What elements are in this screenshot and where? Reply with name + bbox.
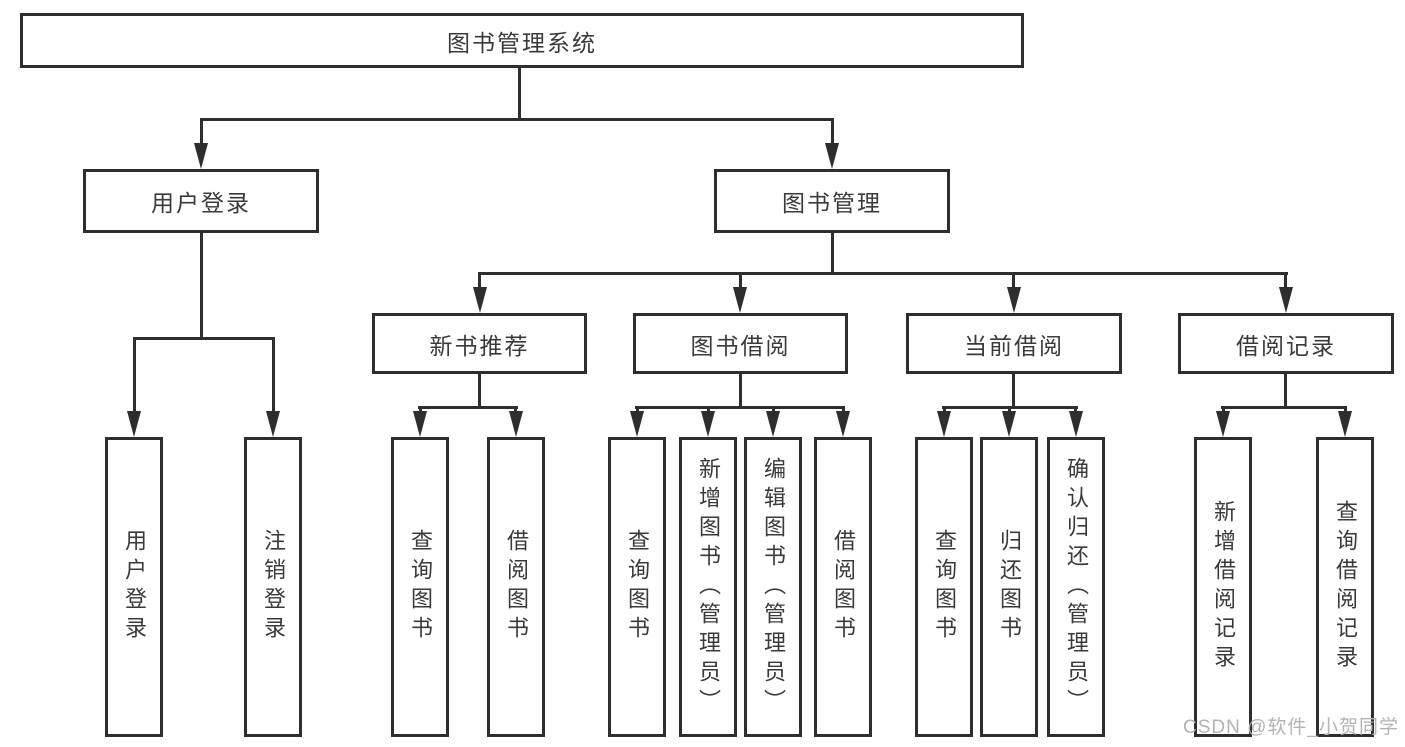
connector-book-mgmt-rail (478, 272, 1288, 275)
connector-drop (1222, 406, 1225, 414)
leaf-logout: 注销登录 (244, 437, 302, 737)
connector-new-books-stem (478, 374, 481, 406)
connector-root-stem (518, 68, 521, 118)
connector-drop (1344, 406, 1347, 414)
connector-drop-leaf-logout (272, 337, 275, 413)
arrowhead-user-login (194, 143, 208, 169)
leaf-label: 确认归还（管理员） (1064, 456, 1089, 718)
leaf-label: 借阅图书 (831, 529, 856, 645)
connector-user-login-rail (133, 337, 275, 340)
node-label: 图书借阅 (690, 332, 791, 359)
leaf-add-borrow-record: 新增借阅记录 (1194, 437, 1252, 737)
arrowhead-current-borrowing (1007, 287, 1021, 313)
node-label: 用户登录 (151, 190, 251, 216)
connector-book-borrowing-stem (739, 374, 742, 406)
node-label: 图书管理系统 (447, 29, 597, 56)
arrowhead-leaf (630, 411, 644, 437)
leaf-borrow-books: 借阅图书 (814, 437, 872, 737)
arrowhead-new-books (473, 287, 487, 313)
leaf-label: 编辑图书（管理员） (761, 456, 786, 718)
connector-drop (772, 406, 775, 414)
arrowhead-leaf (1338, 411, 1352, 437)
arrowhead-leaf (836, 411, 850, 437)
leaf-borrow-books-recommend: 借阅图书 (487, 437, 545, 737)
connector-drop (707, 406, 710, 414)
node-library-management-system: 图书管理系统 (20, 13, 1024, 68)
connector-drop-user-login (200, 118, 203, 146)
connector-drop (514, 406, 517, 414)
arrowhead-leaf (509, 411, 523, 437)
connector-borrow-records-rail (1221, 406, 1347, 409)
connector-drop-book-borrowing (739, 272, 742, 289)
connector-new-books-rail (418, 406, 518, 409)
connector-drop (842, 406, 845, 414)
arrowhead-leaf-logout (266, 411, 280, 437)
node-new-book-recommendation: 新书推荐 (372, 313, 587, 374)
leaf-label: 注销登录 (261, 529, 286, 645)
arrowhead-leaf (766, 411, 780, 437)
arrowhead-borrow-records (1279, 287, 1293, 313)
arrowhead-leaf (413, 411, 427, 437)
connector-drop (943, 406, 946, 414)
node-book-management-branch: 图书管理 (714, 169, 950, 233)
connector-drop-book-mgmt (831, 118, 834, 146)
node-label: 借阅记录 (1236, 332, 1336, 359)
arrowhead-leaf (1216, 411, 1230, 437)
leaf-label: 查询图书 (625, 529, 650, 645)
leaf-label: 查询图书 (932, 529, 957, 645)
leaf-label: 归还图书 (997, 529, 1022, 645)
leaf-return-books: 归还图书 (980, 437, 1038, 737)
leaf-label: 借阅图书 (504, 529, 529, 645)
node-book-borrowing: 图书借阅 (633, 313, 848, 374)
connector-drop-borrow-records (1284, 272, 1287, 289)
connector-book-borrowing-rail (635, 406, 845, 409)
connector-book-mgmt-stem (831, 233, 834, 272)
connector-borrow-records-stem (1284, 374, 1287, 406)
leaf-add-books-admin: 新增图书（管理员） (679, 437, 737, 737)
leaf-query-books-borrowing: 查询图书 (608, 437, 666, 737)
node-user-login-branch: 用户登录 (83, 169, 319, 233)
connector-current-borrowing-stem (1012, 374, 1015, 406)
arrowhead-leaf (701, 411, 715, 437)
connector-drop-leaf-login (133, 337, 136, 413)
node-borrowing-records: 借阅记录 (1178, 313, 1394, 374)
connector-drop (636, 406, 639, 414)
arrowhead-book-borrowing (733, 287, 747, 313)
leaf-user-login: 用户登录 (105, 437, 163, 737)
node-label: 新书推荐 (429, 332, 530, 359)
connector-drop (419, 406, 422, 414)
arrowhead-leaf (937, 411, 951, 437)
leaf-label: 查询图书 (408, 529, 433, 645)
connector-drop-new-books (478, 272, 481, 289)
node-current-borrowing: 当前借阅 (906, 313, 1122, 374)
connector-drop (1008, 406, 1011, 414)
leaf-label: 查询借阅记录 (1333, 500, 1358, 674)
connector-root-rail (200, 118, 834, 121)
connector-drop-current-borrowing (1012, 272, 1015, 289)
arrowhead-leaf-login (127, 411, 141, 437)
arrowhead-leaf (1002, 411, 1016, 437)
csdn-watermark: CSDN @软件_小贺同学 (1183, 717, 1399, 738)
node-label: 图书管理 (782, 190, 882, 216)
leaf-label: 用户登录 (122, 529, 147, 645)
leaf-query-borrow-record: 查询借阅记录 (1316, 437, 1374, 737)
leaf-label: 新增图书（管理员） (696, 456, 721, 718)
arrowhead-leaf (1069, 411, 1083, 437)
node-label: 当前借阅 (964, 332, 1064, 359)
arrowhead-book-mgmt (825, 143, 839, 169)
leaf-query-books-recommend: 查询图书 (391, 437, 449, 737)
leaf-label: 新增借阅记录 (1211, 500, 1236, 674)
leaf-edit-books-admin: 编辑图书（管理员） (744, 437, 802, 737)
connector-user-login-stem (200, 233, 203, 337)
connector-drop (1074, 406, 1077, 414)
leaf-confirm-return-admin: 确认归还（管理员） (1047, 437, 1105, 737)
leaf-query-books-current: 查询图书 (915, 437, 973, 737)
